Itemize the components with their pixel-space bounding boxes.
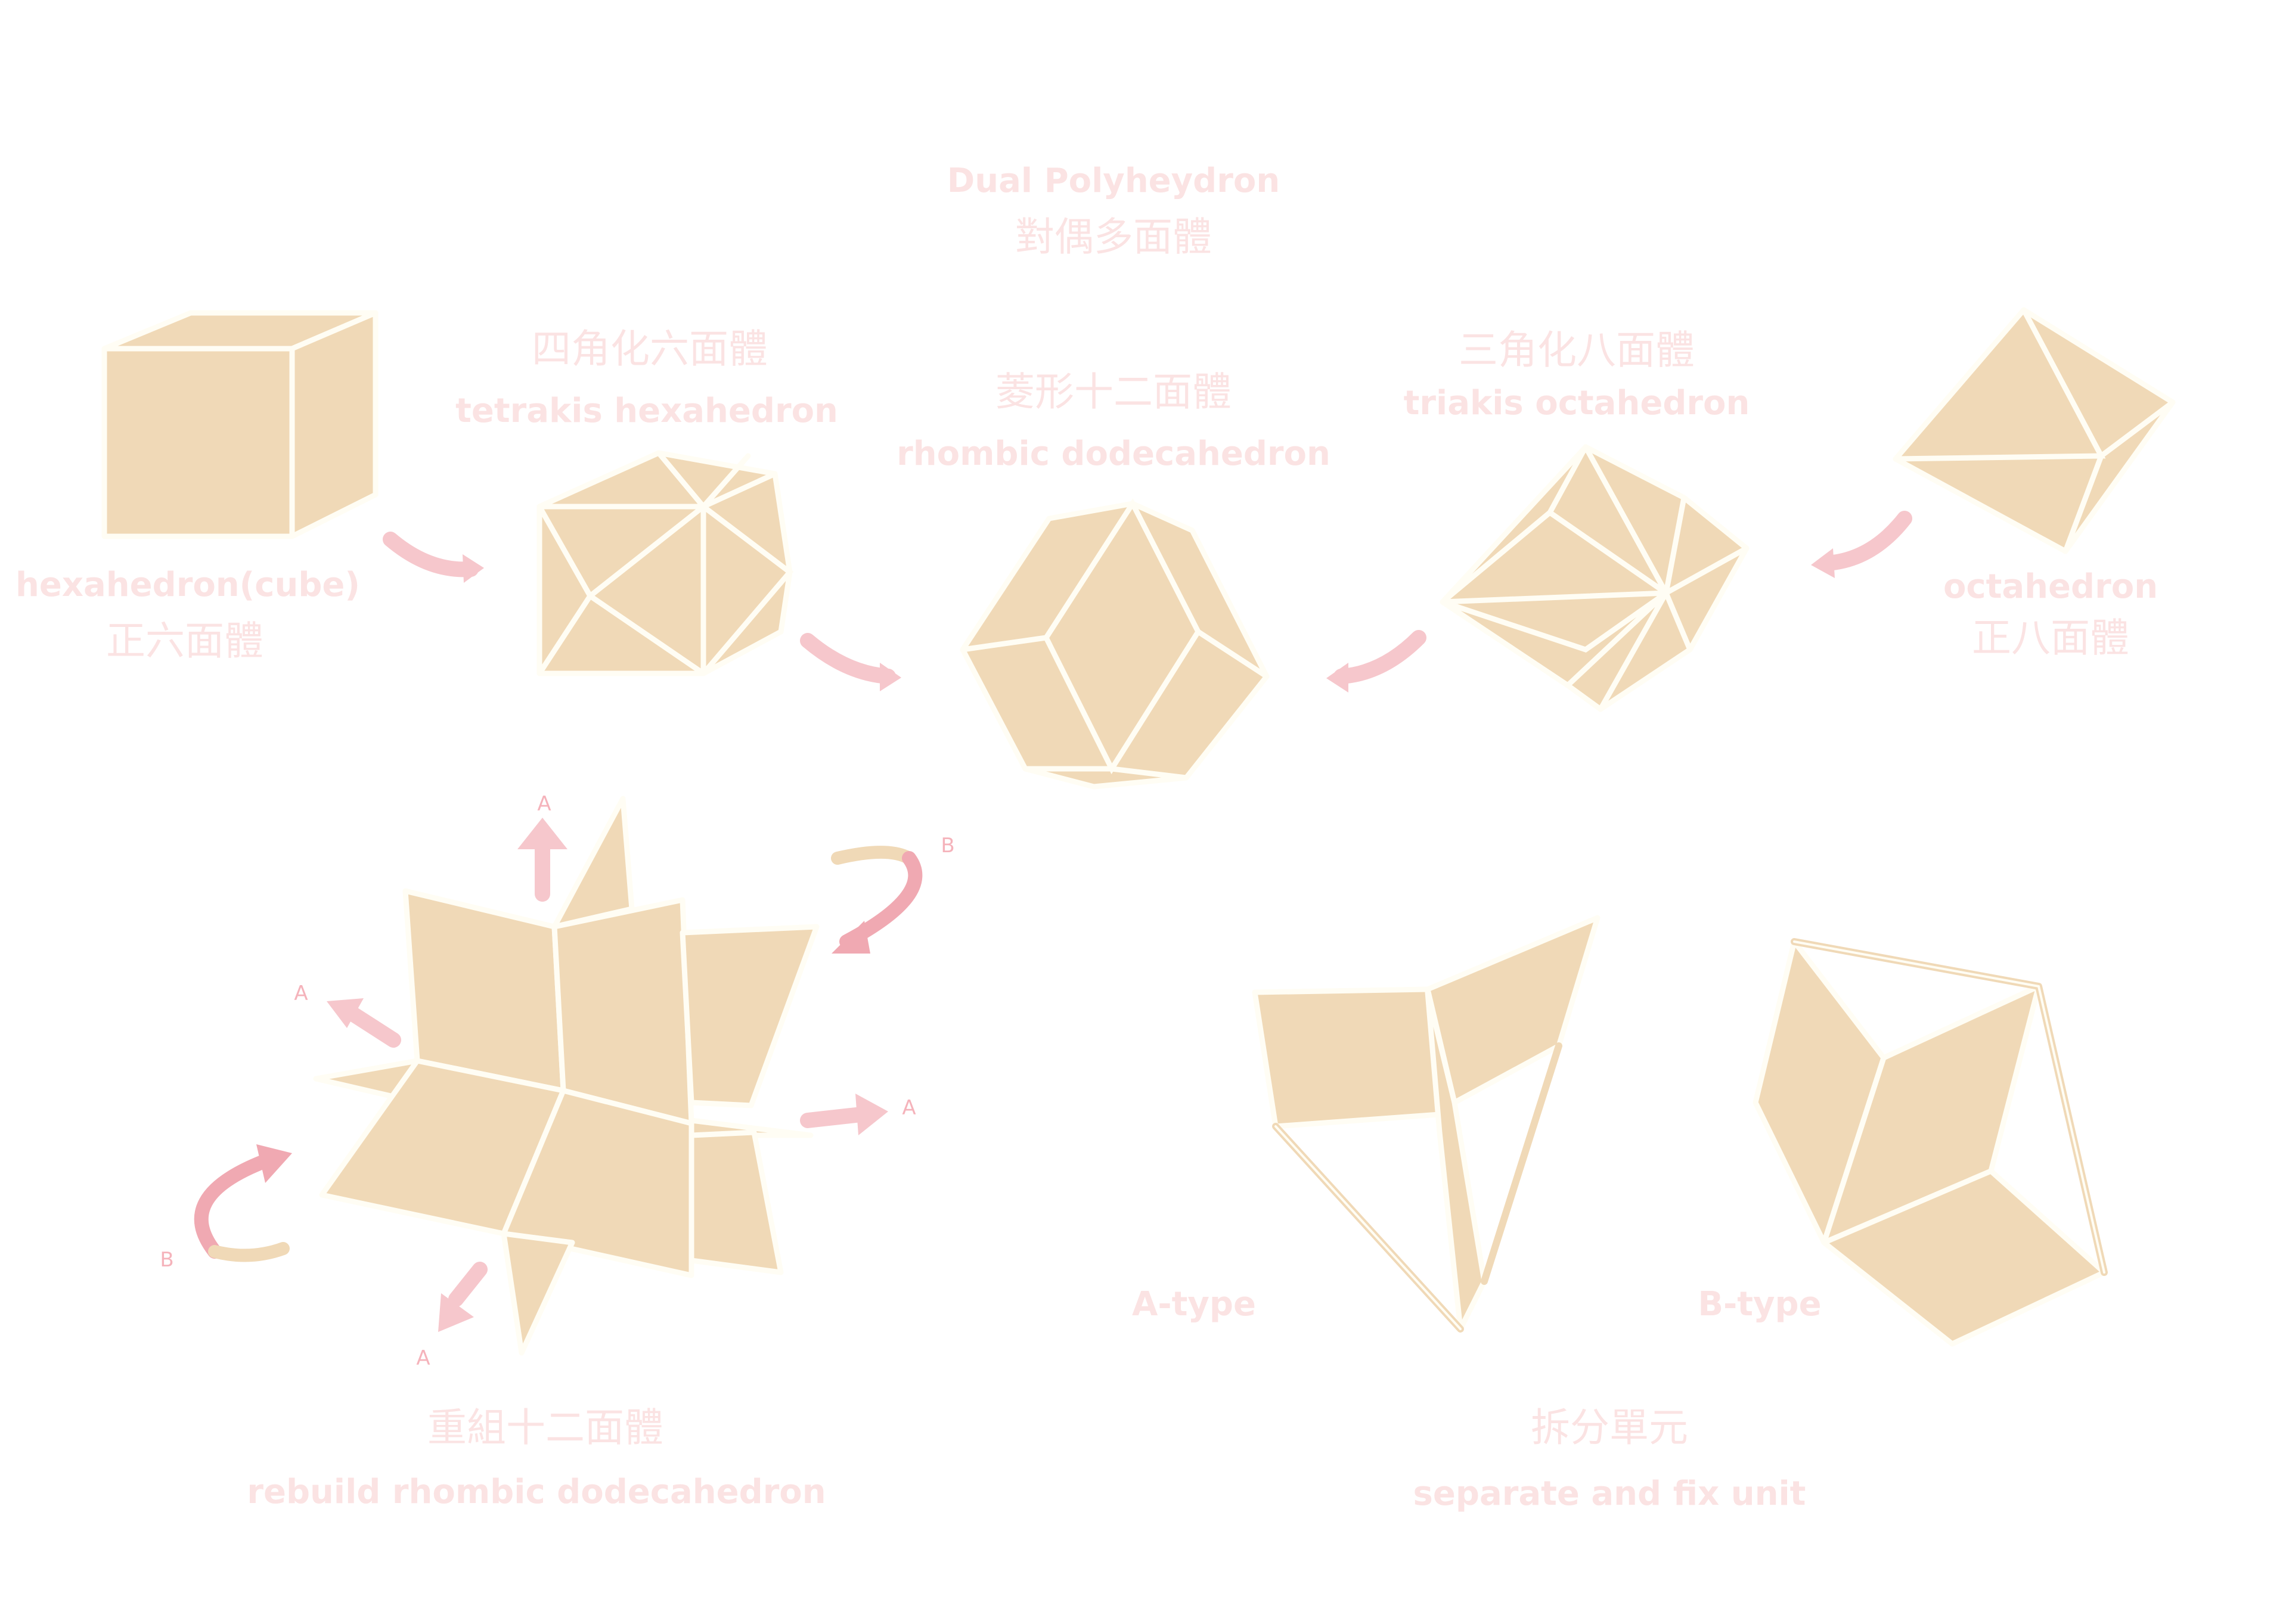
cube-label-en: hexahedron(cube) — [15, 566, 360, 604]
arrow-tetrakis-to-rhombic — [800, 633, 901, 691]
rebuild-label-zh: 重組十二面體 — [427, 1405, 663, 1451]
marker-b-left: B — [160, 1248, 173, 1272]
tetrakis-label-zh: 四角化六面體 — [532, 326, 768, 372]
marker-b-top: B — [941, 834, 954, 858]
b-type-label: B-type — [1698, 1285, 1821, 1324]
arrow-octahedron-to-triakis — [1811, 511, 1912, 578]
a-type-unit-shape — [1252, 915, 1601, 1333]
arrow-cube-to-tetrakis — [383, 532, 484, 583]
octahedron-label-en: octahedron — [1943, 567, 2158, 606]
arrow-triakis-to-rhombic — [1326, 630, 1426, 693]
marker-a-downleft: A — [416, 1346, 430, 1370]
rhombic-label-en: rhombic dodecahedron — [897, 434, 1330, 473]
triakis-label-en: triakis octahedron — [1404, 384, 1750, 423]
a-type-label: A-type — [1132, 1285, 1256, 1324]
rebuild-label-en: rebuild rhombic dodecahedron — [247, 1473, 826, 1511]
marker-a-right: A — [902, 1096, 916, 1120]
rebuild-swirl-b-left: B — [160, 1144, 292, 1272]
triakis-octahedron-shape — [1440, 444, 1750, 712]
rebuild-swirl-b-top: B — [831, 834, 955, 954]
octahedron-shape — [1893, 307, 2176, 554]
tetrakis-hexahedron-shape — [536, 450, 794, 676]
marker-a-upleft: A — [294, 982, 308, 1005]
cube-shape — [101, 310, 379, 539]
rebuild-arrow-a-downleft: A — [416, 1262, 488, 1370]
separate-label-en: separate and fix unit — [1413, 1474, 1806, 1513]
octahedron-label-zh: 正八面體 — [1972, 615, 2129, 661]
rebuild-arrow-a-right: A — [800, 1094, 916, 1135]
marker-a-up: A — [537, 792, 551, 816]
b-type-unit-shape — [1753, 938, 2108, 1347]
rebuild-arrow-a-up: A — [517, 792, 567, 902]
rebuild-dodecahedron-shape — [313, 796, 820, 1356]
cube-label-zh: 正六面體 — [106, 618, 263, 664]
title-zh: 對偶多面體 — [1015, 214, 1212, 260]
title-en: Dual Polyheydron — [947, 162, 1280, 200]
rhombic-dodecahedron-shape — [960, 498, 1270, 790]
tetrakis-label-en: tetrakis hexahedron — [455, 392, 838, 430]
triakis-label-zh: 三角化八面體 — [1459, 327, 1695, 373]
separate-label-zh: 拆分單元 — [1531, 1405, 1688, 1451]
rebuild-arrow-a-upleft: A — [294, 982, 401, 1048]
rhombic-label-zh: 菱形十二面體 — [995, 369, 1232, 415]
